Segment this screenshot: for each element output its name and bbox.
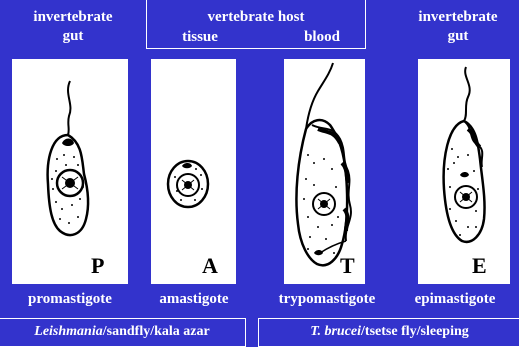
epimastigote-caption: epimastigote	[393, 291, 517, 308]
trypomastigote-caption: trypomastigote	[262, 291, 392, 308]
left-header-line1: invertebrate	[8, 9, 138, 26]
promastigote-panel: P	[12, 59, 128, 284]
host-tissue-label: tissue	[160, 29, 240, 46]
promastigote-letter: P	[91, 255, 104, 277]
t-brucei-footer-box: T. brucei/tsetse fly/sleeping	[258, 318, 519, 347]
t-brucei-genus: T. brucei	[310, 324, 361, 339]
leishmania-footer-box: Leishmania/sandfly/kala azar	[0, 318, 246, 347]
host-title: vertebrate host	[148, 9, 364, 26]
promastigote-drawing	[12, 59, 128, 284]
trypomastigote-panel: T	[284, 59, 365, 284]
trypomastigote-letter: T	[340, 255, 355, 277]
epimastigote-letter: E	[472, 255, 487, 277]
amastigote-drawing	[151, 59, 236, 284]
amastigote-letter: A	[202, 255, 218, 277]
amastigote-panel: A	[151, 59, 236, 284]
promastigote-caption: promastigote	[4, 291, 136, 308]
amastigote-caption: amastigote	[144, 291, 244, 308]
trypomastigote-drawing	[284, 59, 365, 284]
t-brucei-details: /tsetse fly/sleeping	[361, 324, 469, 339]
epimastigote-panel: E	[418, 59, 510, 284]
leishmania-details: /sandfly/kala azar	[103, 324, 210, 339]
title-fragment: •	[253, 0, 267, 3]
host-blood-label: blood	[282, 29, 362, 46]
epimastigote-drawing	[418, 59, 510, 284]
right-header-line1: invertebrate	[398, 9, 518, 26]
leishmania-genus: Leishmania	[34, 324, 102, 339]
right-header-line2: gut	[398, 28, 518, 45]
left-header-line2: gut	[8, 28, 138, 45]
